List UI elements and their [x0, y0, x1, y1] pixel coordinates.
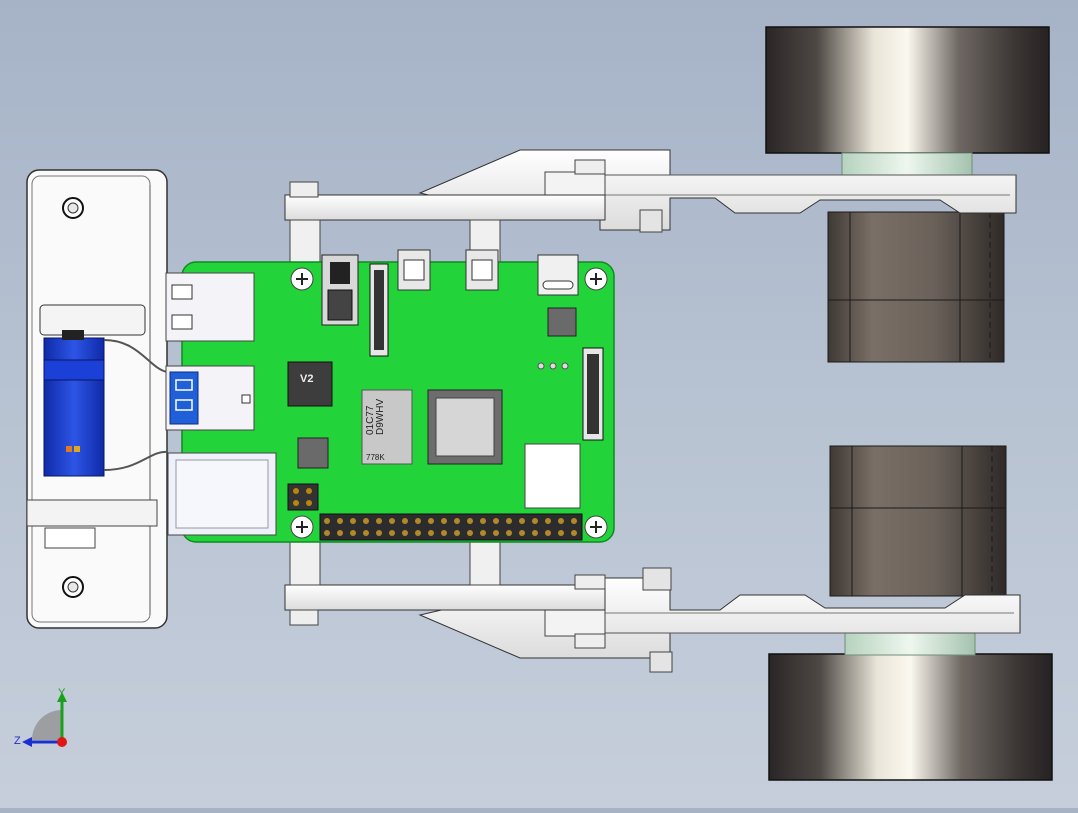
gpio-pin — [389, 530, 395, 536]
motor-top[interactable] — [827, 211, 1005, 363]
gpio-pin — [571, 530, 577, 536]
small-chip — [297, 437, 329, 469]
gpio-pin — [402, 518, 408, 524]
fan-header — [287, 483, 319, 511]
gpio-pin — [506, 530, 512, 536]
svg-text:01C77: 01C77 — [365, 405, 376, 435]
coordinate-triad: Y Z — [14, 687, 67, 747]
gpio-pin — [363, 518, 369, 524]
gpio-pin — [571, 518, 577, 524]
gpio-pin — [519, 518, 525, 524]
micro-hdmi-port-1[interactable] — [397, 249, 431, 291]
gpio-pin — [441, 518, 447, 524]
gpio-pin — [506, 518, 512, 524]
soc-chip — [427, 389, 503, 465]
gpio-pin — [415, 518, 421, 524]
gpio-pin — [532, 518, 538, 524]
gpio-pin — [493, 530, 499, 536]
gpio-pin — [376, 518, 382, 524]
gpio-pin — [350, 518, 356, 524]
servo-cable — [103, 339, 169, 373]
gpio-pin — [480, 518, 486, 524]
gpio-pin — [389, 518, 395, 524]
gpio-header[interactable] — [319, 513, 583, 541]
gpio-pin — [467, 518, 473, 524]
servo-motor[interactable] — [43, 330, 105, 477]
svg-text:778K: 778K — [366, 453, 385, 462]
y-axis-label: Y — [58, 687, 66, 699]
ram-chip: D9WHV 01C77 778K — [361, 389, 413, 465]
gpio-pin — [545, 518, 551, 524]
usb-controller-chip: V2 — [287, 361, 333, 407]
raspberry-pi-board[interactable]: V2 D9WHV 01C77 778K — [165, 249, 615, 543]
gpio-pin — [454, 530, 460, 536]
usb2-port[interactable] — [165, 272, 255, 342]
gpio-pin — [350, 530, 356, 536]
gpio-pin — [428, 530, 434, 536]
audio-jack[interactable] — [321, 254, 359, 326]
gpio-pin — [428, 518, 434, 524]
gpio-pin — [454, 518, 460, 524]
gpio-pin — [441, 530, 447, 536]
gpio-pin — [363, 530, 369, 536]
gpio-pin — [532, 530, 538, 536]
pmic-chip — [547, 307, 577, 337]
gpio-pin — [493, 518, 499, 524]
z-axis-label: Z — [14, 735, 21, 747]
status-leds — [537, 362, 569, 370]
gpio-pin — [545, 530, 551, 536]
gpio-pin — [337, 518, 343, 524]
chassis-frame[interactable] — [284, 181, 606, 626]
usb-c-port[interactable] — [537, 254, 579, 296]
gpio-pin — [376, 530, 382, 536]
wheel-top[interactable] — [765, 26, 1050, 154]
gpio-pin — [324, 530, 330, 536]
hub-bottom — [844, 632, 976, 656]
gpio-pin — [480, 530, 486, 536]
gpio-pin — [402, 530, 408, 536]
usb3-port[interactable] — [165, 365, 255, 431]
motor-bottom[interactable] — [829, 445, 1007, 597]
gpio-pin — [337, 530, 343, 536]
gpio-pin — [467, 530, 473, 536]
gpio-pin — [519, 530, 525, 536]
pcie-area — [524, 443, 581, 509]
gpio-pin — [324, 518, 330, 524]
gpio-pin — [558, 518, 564, 524]
fpc-connector-2[interactable] — [582, 347, 604, 441]
wheel-bottom[interactable] — [768, 653, 1053, 781]
bracket-bottom[interactable] — [418, 567, 1021, 673]
bracket-top[interactable] — [418, 149, 1017, 233]
mount-hole-icon — [290, 267, 608, 539]
hub-top — [841, 152, 973, 176]
svg-text:D9WHV: D9WHV — [375, 399, 386, 435]
x-axis-dot — [57, 737, 67, 747]
gpio-pin — [558, 530, 564, 536]
ethernet-port[interactable] — [167, 452, 277, 536]
micro-hdmi-port-2[interactable] — [465, 249, 499, 291]
gpio-pin — [415, 530, 421, 536]
fpc-connector-1[interactable] — [369, 263, 389, 357]
svg-text:V2: V2 — [300, 373, 313, 385]
